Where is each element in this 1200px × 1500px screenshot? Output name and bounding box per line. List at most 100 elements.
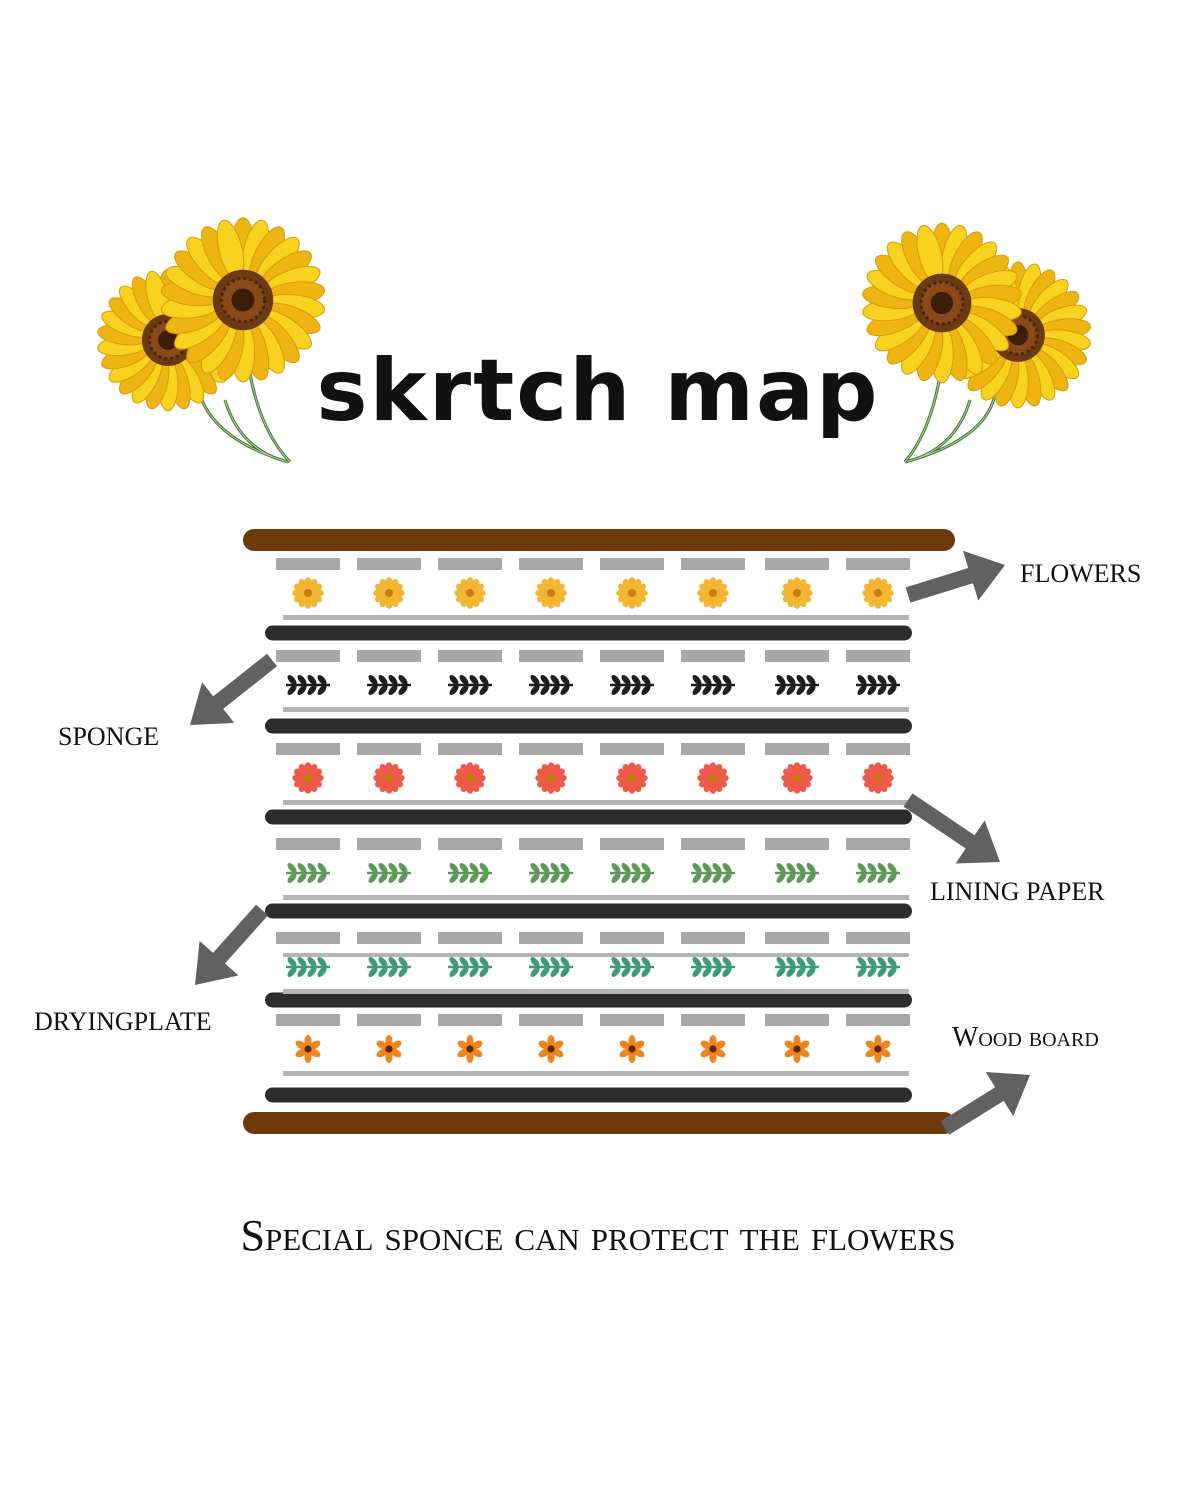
wood-board-bottom bbox=[243, 1112, 955, 1134]
drying-plate bbox=[265, 1087, 912, 1103]
sponge-tile bbox=[519, 838, 583, 850]
teal-leaf-sprig-icon bbox=[856, 957, 900, 977]
green-leaf-sprig-icon bbox=[691, 863, 735, 883]
yellow-flower-icon bbox=[535, 577, 567, 609]
sponge-tile bbox=[519, 558, 583, 570]
orange-flower-icon bbox=[538, 1035, 564, 1063]
sponge-tile bbox=[357, 838, 421, 850]
green-leaf-sprig-icon bbox=[286, 863, 330, 883]
orange-flower-icon bbox=[784, 1035, 810, 1063]
red-flower-icon bbox=[616, 762, 648, 794]
sponge-tile bbox=[357, 650, 421, 662]
orange-flower-icon bbox=[376, 1035, 402, 1063]
sponge-tile bbox=[438, 650, 502, 662]
red-flower-icon bbox=[781, 762, 813, 794]
sponge-tile bbox=[765, 932, 829, 944]
sponge-tile bbox=[276, 743, 340, 755]
orange-flower-icon bbox=[700, 1035, 726, 1063]
black-leaf-sprig-icon bbox=[775, 675, 819, 695]
sponge-tile bbox=[765, 838, 829, 850]
drying-plate bbox=[265, 718, 912, 734]
yellow-flower-icon bbox=[616, 577, 648, 609]
footer-caption: Special sponce can protect the flowers bbox=[240, 1211, 955, 1260]
lining-paper bbox=[283, 989, 909, 994]
green-leaf-sprig-icon bbox=[856, 863, 900, 883]
arrow-dryingplate-icon bbox=[195, 904, 268, 985]
sunflower-cluster-right-icon bbox=[862, 222, 1091, 464]
sponge-tile bbox=[276, 932, 340, 944]
sponge-tile bbox=[681, 932, 745, 944]
sponge-tile bbox=[846, 743, 910, 755]
sponge-tile bbox=[846, 558, 910, 570]
sponge-tile bbox=[438, 838, 502, 850]
sponge-tile bbox=[438, 932, 502, 944]
yellow-flower-icon bbox=[373, 577, 405, 609]
yellow-flower-icon bbox=[862, 577, 894, 609]
teal-leaf-sprig-icon bbox=[448, 957, 492, 977]
sponge-tile bbox=[438, 558, 502, 570]
drying-plate bbox=[265, 992, 912, 1008]
orange-flower-icon bbox=[457, 1035, 483, 1063]
label-dryingplate: DRYINGPLATE bbox=[34, 1007, 212, 1036]
arrow-sponge-icon bbox=[190, 653, 277, 725]
sponge-tile bbox=[600, 1014, 664, 1026]
sponge-tile bbox=[519, 650, 583, 662]
orange-flower-icon bbox=[865, 1035, 891, 1063]
green-leaf-sprig-icon bbox=[775, 863, 819, 883]
sponge-tile bbox=[846, 650, 910, 662]
lining-paper bbox=[283, 1071, 909, 1076]
black-leaf-sprig-icon bbox=[286, 675, 330, 695]
stem-right bbox=[904, 394, 997, 464]
sponge-tile bbox=[519, 743, 583, 755]
black-leaf-sprig-icon bbox=[610, 675, 654, 695]
sponge-tile bbox=[276, 650, 340, 662]
orange-flower-icon bbox=[619, 1035, 645, 1063]
teal-leaf-sprig-icon bbox=[367, 957, 411, 977]
wood-board-top bbox=[243, 529, 955, 551]
diagram-title: skrtch map bbox=[316, 341, 879, 441]
callout-arrows bbox=[190, 550, 1030, 1135]
black-leaf-sprig-icon bbox=[691, 675, 735, 695]
sponge-tile bbox=[438, 743, 502, 755]
sponge-tile bbox=[600, 932, 664, 944]
sunflower-cluster-left-icon bbox=[97, 217, 326, 464]
sponge-tile bbox=[681, 838, 745, 850]
sponge-tile bbox=[519, 932, 583, 944]
sponge-tile bbox=[681, 743, 745, 755]
arrow-lining-paper-icon bbox=[903, 793, 1000, 864]
yellow-flower-icon bbox=[454, 577, 486, 609]
sponge-tile bbox=[276, 1014, 340, 1026]
teal-leaf-sprig-icon bbox=[775, 957, 819, 977]
sponge-tile bbox=[357, 932, 421, 944]
sponge-tile bbox=[276, 558, 340, 570]
sponge-tile bbox=[846, 932, 910, 944]
sunflower-icon bbox=[862, 222, 1022, 384]
arrow-wood-board-icon bbox=[940, 1071, 1030, 1135]
black-leaf-sprig-icon bbox=[856, 675, 900, 695]
sponge-tile bbox=[357, 558, 421, 570]
lining-paper bbox=[283, 895, 909, 900]
lining-paper bbox=[283, 953, 909, 957]
yellow-flower-icon bbox=[292, 577, 324, 609]
drying-plate bbox=[265, 625, 912, 641]
red-flower-icon bbox=[697, 762, 729, 794]
red-flower-icon bbox=[292, 762, 324, 794]
press-stack bbox=[243, 529, 955, 1134]
sponge-tile bbox=[276, 838, 340, 850]
green-leaf-sprig-icon bbox=[448, 863, 492, 883]
label-flowers: FLOWERS bbox=[1020, 559, 1141, 588]
sponge-tile bbox=[357, 743, 421, 755]
sponge-tile bbox=[600, 743, 664, 755]
orange-flower-icon bbox=[295, 1035, 321, 1063]
teal-leaf-sprig-icon bbox=[691, 957, 735, 977]
lining-paper bbox=[283, 707, 909, 712]
sponge-tile bbox=[765, 558, 829, 570]
yellow-flower-icon bbox=[697, 577, 729, 609]
sponge-tile bbox=[846, 1014, 910, 1026]
sponge-tile bbox=[519, 1014, 583, 1026]
lining-paper bbox=[283, 800, 909, 805]
lining-paper bbox=[283, 615, 909, 620]
sponge-tile bbox=[600, 558, 664, 570]
sponge-tile bbox=[681, 650, 745, 662]
black-leaf-sprig-icon bbox=[367, 675, 411, 695]
